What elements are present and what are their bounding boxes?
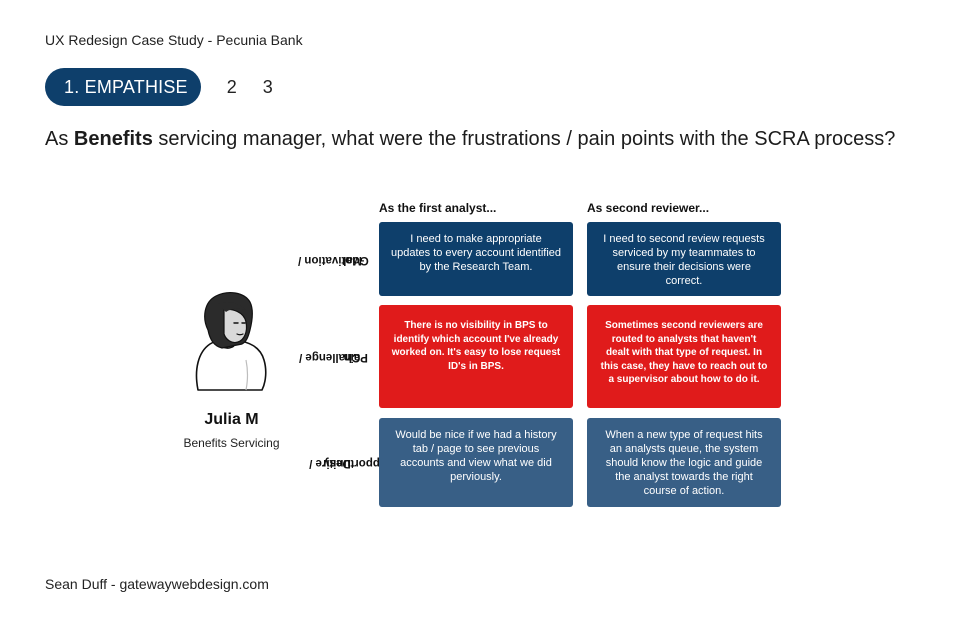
persona-role: Benefits Servicing (183, 436, 280, 450)
woman-avatar-icon (188, 290, 270, 392)
question-prefix: As (45, 128, 74, 150)
card-desire-second-reviewer: When a new type of request hits an analy… (587, 418, 781, 507)
step-navigation: 1. EMPATHISE 2 3 (45, 68, 273, 106)
column-header-first-analyst: As the first analyst... (379, 201, 497, 215)
card-motivation-second-reviewer: I need to second review requests service… (587, 222, 781, 296)
row-label-line: Pain (343, 351, 369, 363)
card-challenge-first-analyst: There is no visibility in BPS to identif… (379, 305, 573, 408)
question-bold-role: Benefits (73, 128, 153, 150)
step-3-link[interactable]: 3 (262, 76, 273, 97)
card-motivation-first-analyst: I need to make appropriate updates to ev… (379, 222, 573, 296)
research-question: As Benefits servicing manager, what were… (45, 126, 905, 153)
persona-name: Julia M (204, 411, 259, 428)
case-study-title: UX Redesign Case Study - Pecunia Bank (45, 32, 303, 48)
row-label-challenge-pain: Challenge /Pain (299, 305, 368, 408)
question-suffix: servicing manager, what were the frustra… (152, 128, 896, 150)
row-label-motivation-goal: Motivation /Goal (298, 222, 369, 296)
step-1-empathise-tab[interactable]: 1. EMPATHISE (45, 68, 201, 106)
step-2-link[interactable]: 2 (226, 76, 237, 97)
footer-credit: Sean Duff - gatewaywebdesign.com (45, 576, 269, 592)
card-challenge-second-reviewer: Sometimes second reviewers are routed to… (587, 305, 781, 408)
column-header-second-reviewer: As second reviewer... (587, 201, 710, 215)
card-desire-first-analyst: Would be nice if we had a history tab / … (379, 418, 573, 507)
row-label-desire-opportunity: Desire /Opportunity (309, 418, 389, 507)
